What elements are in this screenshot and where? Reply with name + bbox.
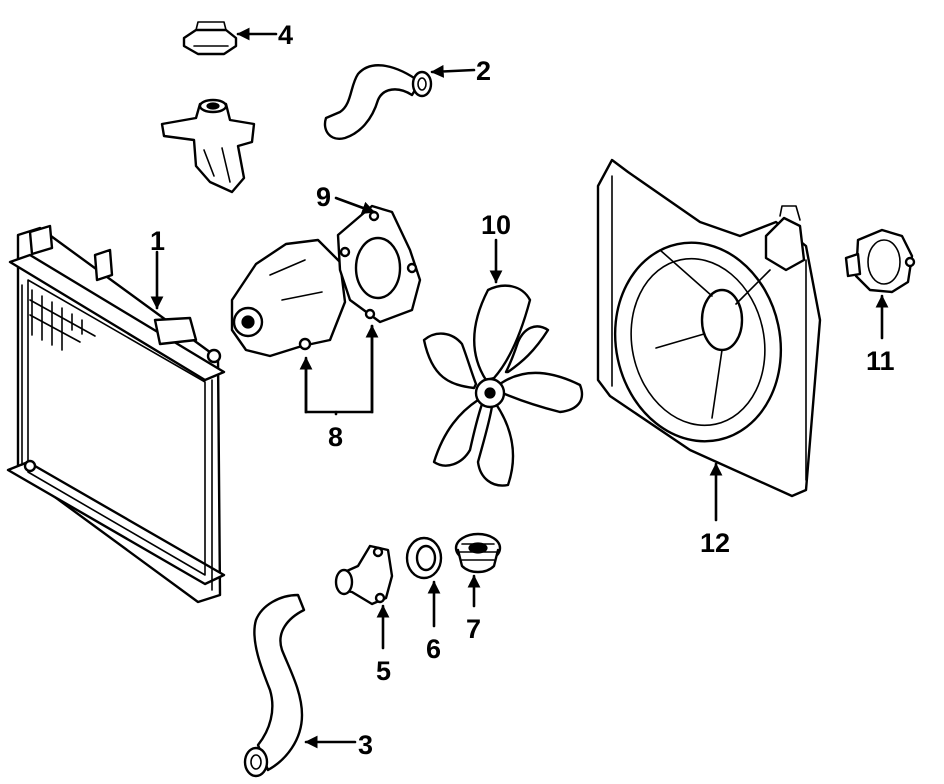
upper-radiator-hose	[323, 64, 433, 140]
callout-12: 12	[700, 528, 730, 558]
radiator-core-fins	[29, 289, 96, 351]
callout-9: 9	[316, 182, 331, 212]
water-outlet-housing	[160, 98, 256, 194]
callout-3: 3	[358, 730, 373, 760]
callout-4: 4	[278, 20, 293, 50]
callout-2: 2	[476, 56, 491, 86]
lower-radiator-hose	[243, 593, 306, 778]
fan-shroud	[596, 158, 822, 498]
callout-1: 1	[150, 226, 165, 256]
callout-7: 7	[466, 614, 481, 644]
thermostat-gasket	[405, 536, 443, 580]
callout-leaders	[150, 27, 889, 749]
thermostat	[454, 532, 502, 574]
fan-motor	[844, 228, 916, 294]
callout-11: 11	[866, 346, 895, 376]
water-pump	[230, 238, 347, 358]
callout-8: 8	[328, 422, 343, 452]
callout-labels: 1 2 3 4 5 6 7 8 9 10 11 12	[150, 20, 895, 760]
radiator-cap	[182, 21, 238, 56]
cooling-fan	[422, 284, 584, 487]
callout-10: 10	[481, 210, 511, 240]
water-pump-gasket	[336, 204, 422, 324]
callout-5: 5	[376, 656, 391, 686]
callout-6: 6	[426, 634, 441, 664]
radiator	[6, 224, 226, 604]
water-inlet	[334, 544, 394, 606]
